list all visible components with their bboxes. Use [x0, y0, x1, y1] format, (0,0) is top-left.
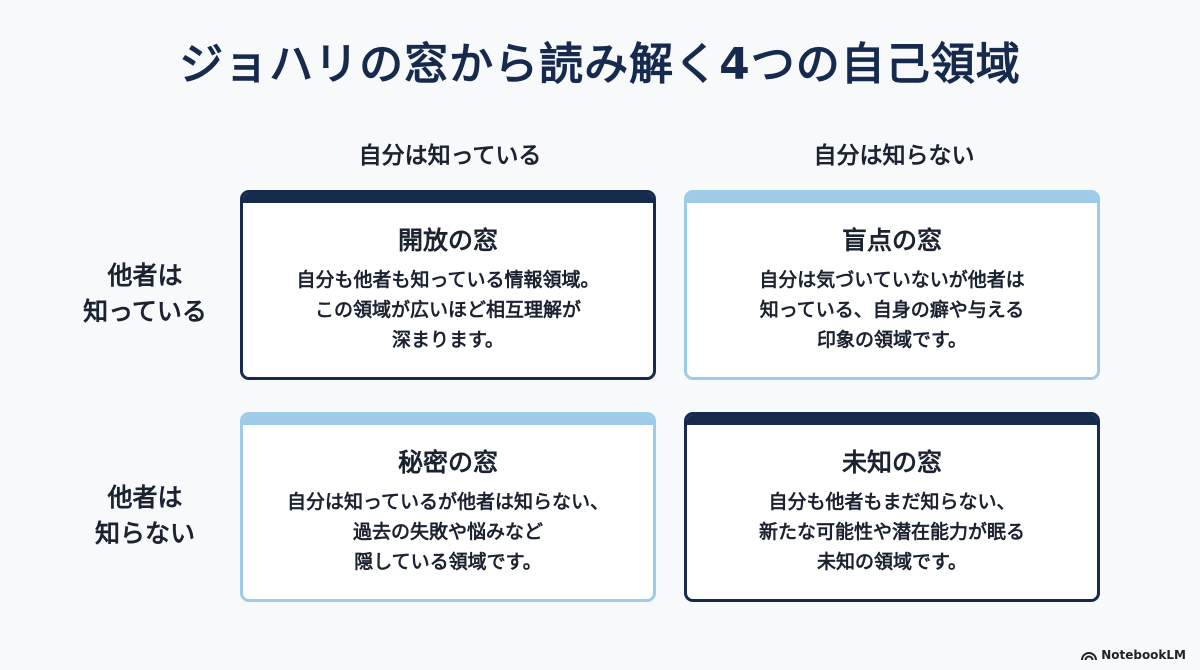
unknown-window-card: 未知の窓 自分も他者もまだ知らない、 新たな可能性や潜在能力が眠る 未知の領域で… [684, 412, 1100, 602]
row-header-others-unknown: 他者は 知らない [60, 480, 230, 552]
brand-label: NotebookLM [1101, 648, 1186, 662]
row-header-line: 知っている [83, 297, 207, 326]
card-description-line: 新たな可能性や潜在能力が眠る [758, 521, 1025, 543]
card-title: 未知の窓 [841, 448, 942, 477]
blind-window-card: 盲点の窓 自分は気づいていないが他者は 知っている、自身の癖や与える 印象の領域… [684, 190, 1100, 380]
row-header-line: 他者は [107, 261, 183, 290]
card-description-line: 自分は知っているが他者は知らない、 [286, 491, 610, 513]
card-title: 開放の窓 [397, 226, 498, 255]
card-description-line: 自分も他者もまだ知らない、 [768, 491, 1016, 513]
brand-watermark: NotebookLM [1081, 648, 1186, 662]
card-title: 秘密の窓 [397, 448, 498, 477]
card-description-line: 自分も他者も知っている情報領域。 [296, 269, 600, 291]
card-accent-bar [687, 193, 1097, 203]
card-description-line: 印象の領域です。 [816, 329, 968, 351]
card-description: 自分も他者も知っている情報領域。 この領域が広いほど相互理解が 深まります。 [243, 265, 653, 355]
card-description-line: 隠している領域です。 [354, 551, 542, 573]
notebooklm-logo-icon [1081, 649, 1098, 661]
card-description: 自分は気づいていないが他者は 知っている、自身の癖や与える 印象の領域です。 [687, 265, 1097, 355]
row-header-others-known: 他者は 知っている [60, 258, 230, 330]
column-header-self-unknown: 自分は知らない [813, 143, 975, 169]
open-window-card: 開放の窓 自分も他者も知っている情報領域。 この領域が広いほど相互理解が 深まり… [240, 190, 656, 380]
card-description-line: 深まります。 [391, 329, 505, 351]
card-description: 自分も他者もまだ知らない、 新たな可能性や潜在能力が眠る 未知の領域です。 [687, 487, 1097, 577]
card-description: 自分は知っているが他者は知らない、 過去の失敗や悩みなど 隠している領域です。 [243, 487, 653, 577]
column-header-self-known: 自分は知っている [358, 143, 542, 169]
card-description-line: この領域が広いほど相互理解が [314, 299, 581, 321]
card-description-line: 自分は気づいていないが他者は [759, 269, 1025, 291]
row-header-line: 他者は [107, 483, 183, 512]
card-description-line: 未知の領域です。 [816, 551, 968, 573]
card-accent-bar [243, 193, 653, 203]
row-header-line: 知らない [94, 519, 195, 548]
card-description-line: 過去の失敗や悩みなど [352, 521, 543, 543]
card-description-line: 知っている、自身の癖や与える [759, 299, 1025, 321]
card-title: 盲点の窓 [841, 226, 942, 255]
card-accent-bar [687, 415, 1097, 425]
card-accent-bar [243, 415, 653, 425]
hidden-window-card: 秘密の窓 自分は知っているが他者は知らない、 過去の失敗や悩みなど 隠している領… [240, 412, 656, 602]
page-title: ジョハリの窓から読み解く4つの自己領域 [179, 39, 1021, 90]
